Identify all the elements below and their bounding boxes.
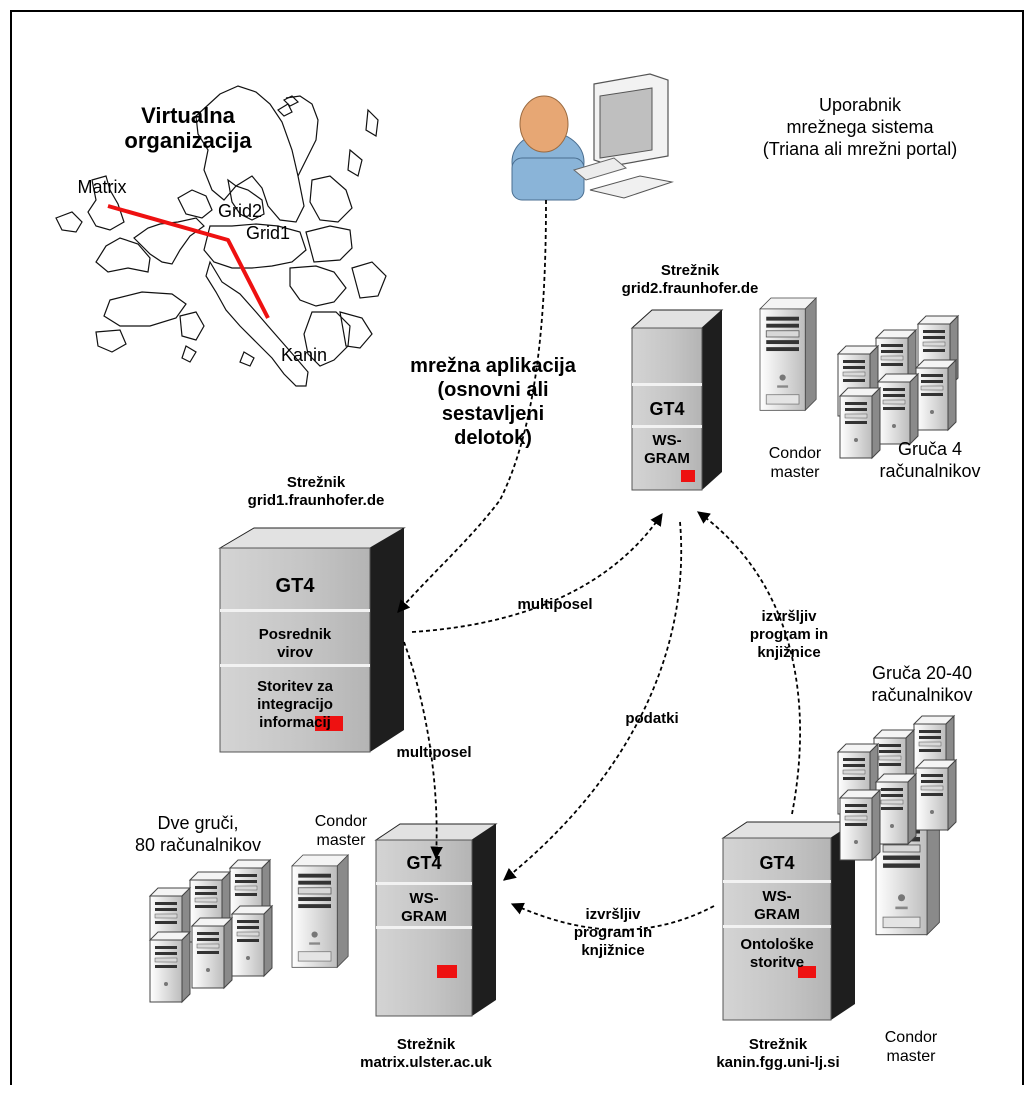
- city-matrix: Matrix: [77, 177, 127, 197]
- vo-title: Virtualna organizacija: [124, 103, 252, 153]
- user-person-icon: [511, 95, 585, 201]
- kanin-onto: Ontološke storitve: [740, 936, 814, 971]
- arrow-kanin-to-matrix: [510, 902, 715, 931]
- city-grid1: Grid1: [245, 223, 290, 243]
- server-grid1-name: Strežnik grid1.fraunhofer.de: [247, 474, 385, 509]
- grid1-broker: Posrednik virov: [258, 626, 332, 661]
- kanin-gt4: GT4: [759, 853, 795, 873]
- matrix-cluster-label: Dve gruči, 80 računalnikov: [134, 813, 262, 855]
- app-label: mrežna aplikacija (osnovni ali sestavlje…: [410, 355, 576, 449]
- kanin-condor-label: Condor master: [884, 1029, 938, 1065]
- server-kanin: [721, 821, 857, 1021]
- cluster-grid2-icon: [837, 315, 959, 459]
- status-indicator: [798, 966, 816, 978]
- city-grid2: Grid2: [217, 201, 262, 221]
- arrow-grid1-to-matrix: [403, 641, 443, 860]
- grid2-ws-gram: WS- GRAM: [644, 432, 690, 467]
- status-indicator: [315, 716, 343, 731]
- arrow-grid1-to-grid2: [411, 512, 663, 633]
- diagram-frame: [10, 10, 1024, 1085]
- arrow-label-multiposel-top: multiposel: [517, 596, 593, 613]
- arrow-label-multiposel-bottom: multiposel: [396, 744, 472, 761]
- server-grid2-name: Strežnik grid2.fraunhofer.de: [621, 262, 759, 297]
- matrix-gt4: GT4: [406, 853, 442, 873]
- city-kanin: Kanin: [280, 345, 328, 365]
- grid2-cluster-label: Gruča 4 računalnikov: [879, 439, 981, 481]
- user-label: Uporabnik mrežnega sistema (Triana ali m…: [762, 95, 958, 159]
- kanin-ws-gram: WS- GRAM: [754, 888, 800, 923]
- cluster-matrix-icon: [149, 859, 273, 1003]
- server-grid2: [630, 309, 724, 491]
- arrow-label-podatki: podatki: [625, 710, 679, 727]
- status-indicator: [681, 470, 695, 482]
- matrix-condor-label: Condor master: [314, 813, 368, 849]
- kanin-cluster-label: Gruča 20-40 računalnikov: [871, 663, 973, 705]
- server-grid1: [218, 527, 406, 753]
- grid1-info: Storitev za integracijo informacij: [257, 678, 333, 731]
- grid1-gt4: GT4: [275, 575, 315, 597]
- arrow-kanin-to-grid2: [696, 511, 801, 815]
- arrow-user-to-grid1: [397, 199, 547, 613]
- arrow-grid2-to-matrix-data: [503, 521, 683, 881]
- status-indicator: [437, 965, 457, 978]
- grid2-gt4: GT4: [649, 399, 685, 419]
- grid2-condor-label: Condor master: [768, 445, 822, 481]
- condor-master-grid2-tower: [759, 297, 817, 411]
- server-matrix-name: Strežnik matrix.ulster.ac.uk: [360, 1036, 492, 1071]
- server-matrix: [374, 823, 498, 1017]
- europe-map: [55, 85, 387, 387]
- matrix-ws-gram: WS- GRAM: [401, 890, 447, 925]
- computer-icon: [572, 73, 674, 199]
- condor-master-matrix-tower: [291, 854, 349, 968]
- arrow-label-exec-bottom: izvršljiv program in knjižnice: [573, 906, 653, 959]
- arrow-label-exec-right: izvršljiv program in knjižnice: [749, 608, 829, 661]
- vo-route: [107, 204, 270, 319]
- server-kanin-name: Strežnik kanin.fgg.uni-lj.si: [716, 1036, 840, 1071]
